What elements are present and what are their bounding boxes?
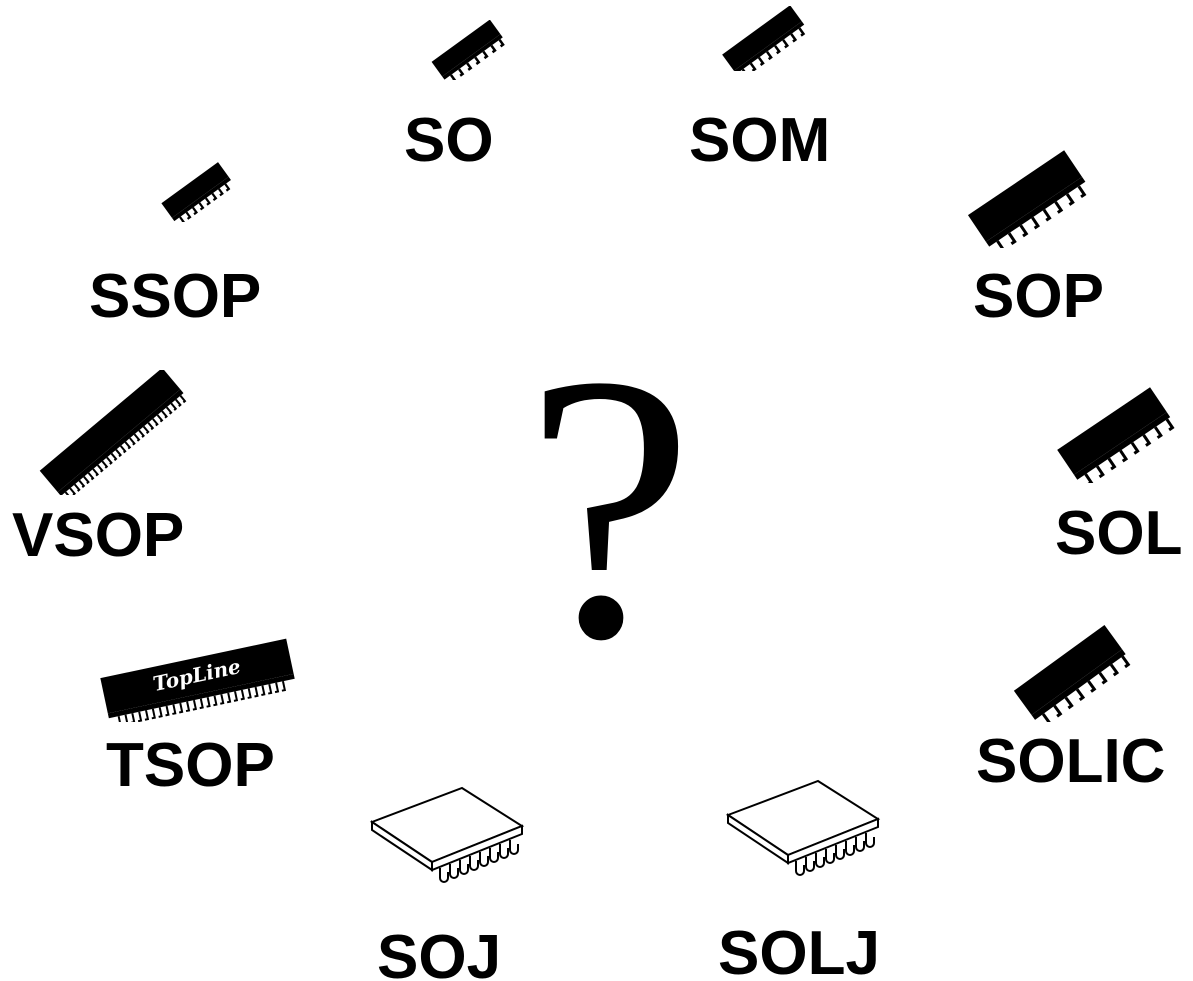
ssop-chip-icon <box>150 160 240 222</box>
tsop-chip-icon: TopLine <box>92 632 302 722</box>
question-mark: ? <box>525 318 694 698</box>
soj-chip-icon <box>362 782 532 897</box>
label-solj: SOLJ <box>718 923 880 981</box>
label-ssop: SSOP <box>89 266 261 328</box>
so-chip-icon <box>418 20 513 80</box>
solic-chip-icon <box>1000 622 1140 722</box>
vsop-chip-icon <box>28 370 193 495</box>
label-vsop: VSOP <box>12 505 184 567</box>
label-sop: SOP <box>973 266 1104 328</box>
som-chip-icon <box>712 6 812 71</box>
solj-chip-icon <box>718 775 888 890</box>
label-solic: SOLIC <box>976 731 1165 793</box>
label-soj: SOJ <box>377 927 501 981</box>
label-sol: SOL <box>1055 503 1182 565</box>
sop-chip-icon <box>955 148 1095 248</box>
label-tsop: TSOP <box>106 735 275 797</box>
label-so: SO <box>404 110 494 172</box>
sol-chip-icon <box>1042 383 1182 483</box>
label-som: SOM <box>689 110 830 172</box>
